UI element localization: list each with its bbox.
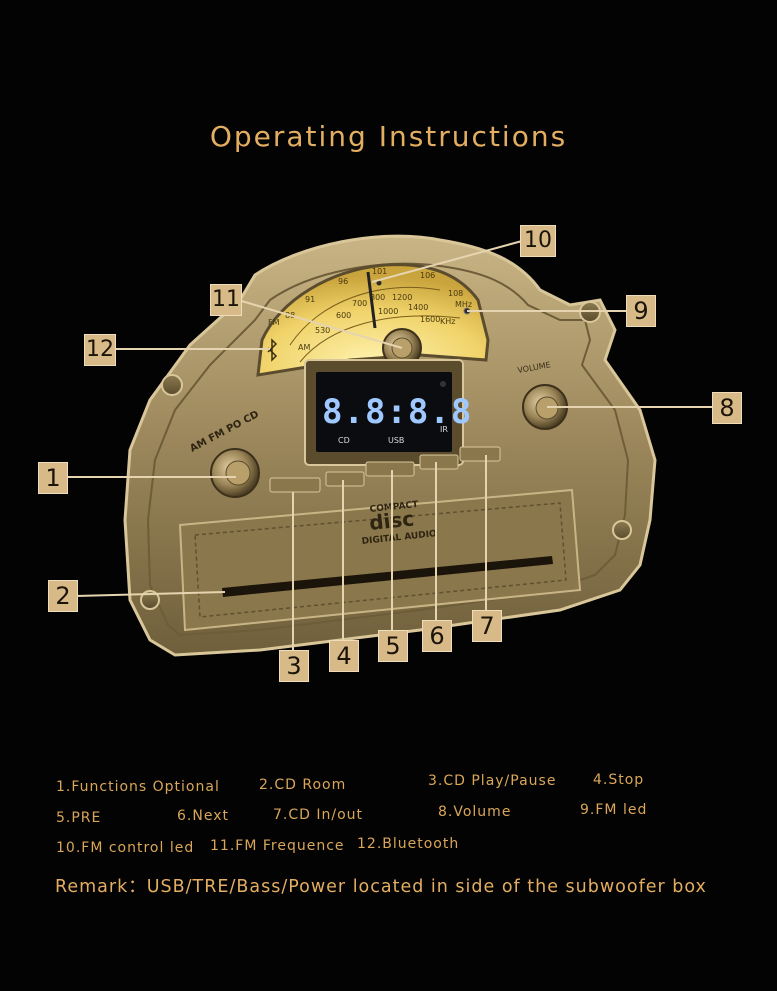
page-title: Operating Instructions bbox=[209, 120, 568, 153]
callout-7: 7 bbox=[472, 610, 502, 642]
dial-fm-tick: 101 bbox=[372, 267, 387, 276]
callout-4: 4 bbox=[329, 640, 359, 672]
dial-am-tick: 1000 bbox=[378, 307, 398, 316]
remark-text: Remark：USB/TRE/Bass/Power located in sid… bbox=[55, 877, 707, 897]
callout-3: 3 bbox=[279, 650, 309, 682]
dial-fm-label: FM bbox=[268, 318, 280, 327]
callout-6: 6 bbox=[422, 620, 452, 652]
callout-1: 1 bbox=[38, 462, 68, 494]
dial-am-tick: 1400 bbox=[408, 303, 428, 312]
cd-panel bbox=[178, 488, 582, 632]
ornament-bottom-left bbox=[140, 590, 160, 610]
legend-item-10: 10.FM control led bbox=[56, 840, 195, 856]
legend-item-3: 3.CD Play/Pause bbox=[428, 773, 557, 789]
dial-khz-label: KHz bbox=[440, 317, 455, 326]
legend-item-1: 1.Functions Optional bbox=[56, 779, 220, 795]
dial-am-tick: 1200 bbox=[392, 293, 412, 302]
legend-item-8: 8.Volume bbox=[438, 804, 512, 820]
display-usb-label: USB bbox=[388, 436, 404, 445]
callout-12: 12 bbox=[84, 334, 116, 366]
function-knob[interactable] bbox=[210, 448, 260, 498]
cd-panel-ornament bbox=[194, 502, 567, 618]
callout-10: 10 bbox=[520, 225, 556, 257]
legend-item-5: 5.PRE bbox=[56, 810, 102, 826]
ornament-bottom-right bbox=[612, 520, 632, 540]
callout-9: 9 bbox=[626, 295, 656, 327]
dial-am-tick: 1600 bbox=[420, 315, 440, 324]
legend-item-6: 6.Next bbox=[177, 808, 229, 824]
legend-item-9: 9.FM led bbox=[580, 802, 648, 818]
stop-button[interactable] bbox=[325, 471, 365, 487]
callout-5: 5 bbox=[378, 630, 408, 662]
cd-slot[interactable] bbox=[222, 556, 553, 597]
ornament-left bbox=[161, 374, 183, 396]
pre-button[interactable] bbox=[365, 461, 415, 477]
dial-fm-tick: 108 bbox=[448, 289, 463, 298]
ir-sensor-icon bbox=[440, 381, 446, 387]
fm-control-led bbox=[376, 280, 382, 286]
legend-item-11: 11.FM Frequence bbox=[210, 838, 345, 854]
dial-am-tick: 530 bbox=[315, 326, 330, 335]
play-pause-button[interactable] bbox=[269, 477, 321, 493]
display-digits: 8.8:8.8 bbox=[322, 392, 472, 432]
dial-mhz-label: MHz bbox=[455, 300, 472, 309]
dial-needle bbox=[366, 271, 377, 329]
bluetooth-icon bbox=[267, 338, 278, 362]
legend-item-4: 4.Stop bbox=[593, 772, 645, 788]
dial-scale-arc-fm bbox=[289, 287, 441, 346]
dial-fm-tick: 91 bbox=[305, 295, 315, 304]
callout-2: 2 bbox=[48, 580, 78, 612]
legend-item-2: 2.CD Room bbox=[259, 777, 347, 793]
eject-button[interactable] bbox=[459, 446, 501, 462]
display-cd-label: CD bbox=[338, 436, 350, 445]
legend-item-7: 7.CD In/out bbox=[273, 807, 364, 823]
next-button[interactable] bbox=[419, 454, 459, 470]
dial-am-tick: 700 bbox=[352, 299, 367, 308]
dial-fm-tick: 106 bbox=[420, 271, 435, 280]
dial-am-tick: 600 bbox=[336, 311, 351, 320]
callout-8: 8 bbox=[712, 392, 742, 424]
callout-lines bbox=[66, 240, 712, 650]
volume-knob[interactable] bbox=[522, 384, 568, 430]
legend-item-12: 12.Bluetooth bbox=[357, 836, 460, 852]
device-inner-border bbox=[146, 262, 630, 637]
display-screen bbox=[316, 372, 452, 452]
display-ir-label: IR bbox=[440, 425, 448, 434]
dial-am-tick: 800 bbox=[370, 293, 385, 302]
callout-11: 11 bbox=[210, 284, 242, 316]
dial-scale-arc-am bbox=[299, 315, 461, 363]
dial-fm-tick: 96 bbox=[338, 277, 348, 286]
dial-am-label: AM bbox=[298, 343, 310, 352]
